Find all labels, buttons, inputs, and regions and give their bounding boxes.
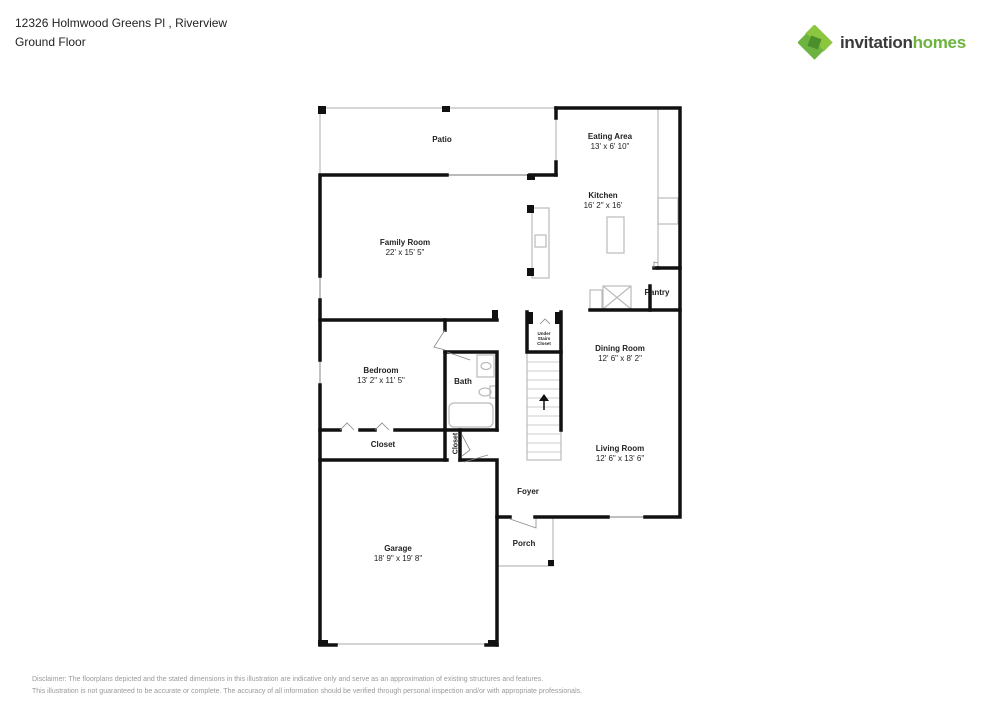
room-name: Pantry <box>644 288 670 297</box>
room-dimensions: 22' x 15' 5" <box>385 248 425 257</box>
room-name: Closet <box>370 440 396 449</box>
room-under-stairs-closet: Under Stairs Closet <box>537 331 551 346</box>
room-dimensions: 12' 6" x 8' 2" <box>598 354 642 363</box>
brand-name-part1: invitation <box>840 33 913 52</box>
room-dimensions: 18' 9" x 19' 8" <box>373 554 423 563</box>
room-bedroom: Bedroom 13' 2" x 11' 5" <box>357 366 405 386</box>
room-patio: Patio <box>432 135 452 145</box>
room-name: Bath <box>454 377 472 386</box>
room-closet-hall: Closet <box>453 424 460 464</box>
room-porch: Porch <box>513 539 536 549</box>
room-name: Patio <box>432 135 452 144</box>
room-name: Eating Area <box>587 132 633 141</box>
room-name: Foyer <box>517 487 539 496</box>
floor-label: Ground Floor <box>15 35 86 49</box>
room-name: Dining Room <box>595 344 645 353</box>
room-dimensions: 12' 6" x 13' 6" <box>595 454 645 463</box>
disclaimer-line-2: This illustration is not guaranteed to b… <box>32 688 583 695</box>
clover-leaf-icon <box>798 25 833 60</box>
room-name: Kitchen <box>588 191 618 200</box>
room-family-room: Family Room 22' x 15' 5" <box>380 238 430 258</box>
disclaimer-line-1: Disclaimer: The floorplans depicted and … <box>32 676 544 683</box>
room-eating-area: Eating Area 13' x 6' 10" <box>588 132 632 152</box>
room-name-line2: Stairs <box>537 336 551 341</box>
room-kitchen: Kitchen 16' 2" x 16' <box>584 191 623 211</box>
room-dining-room: Dining Room 12' 6" x 8' 2" <box>595 344 645 364</box>
room-garage: Garage 18' 9" x 19' 8" <box>374 544 422 564</box>
room-name: Living Room <box>595 444 645 453</box>
disclaimer: Disclaimer: The floorplans depicted and … <box>32 674 582 698</box>
room-name-line3: Closet <box>537 341 551 346</box>
room-bath: Bath <box>454 377 472 387</box>
room-name: Porch <box>512 539 536 548</box>
room-living-room: Living Room 12' 6" x 13' 6" <box>596 444 644 464</box>
room-name: Closet <box>452 432 460 455</box>
property-address: 12326 Holmwood Greens Pl , Riverview <box>15 16 228 30</box>
room-pantry: Pantry <box>645 288 670 298</box>
room-name-line1: Under <box>537 331 551 336</box>
stair-arrow-icon <box>539 394 549 410</box>
brand-logo: invitationhomes <box>798 25 966 61</box>
brand-name: invitationhomes <box>840 33 966 53</box>
room-name: Garage <box>384 544 412 553</box>
header: 12326 Holmwood Greens Pl , Riverview Gro… <box>15 14 227 52</box>
brand-name-part2: homes <box>912 33 967 52</box>
room-closet-bedroom: Closet <box>371 440 395 450</box>
room-dimensions: 13' x 6' 10" <box>590 142 630 151</box>
room-name: Bedroom <box>363 366 399 375</box>
room-dimensions: 16' 2" x 16' <box>583 201 623 210</box>
room-dimensions: 13' 2" x 11' 5" <box>357 376 405 385</box>
room-name: Family Room <box>379 238 431 247</box>
room-foyer: Foyer <box>517 487 539 497</box>
